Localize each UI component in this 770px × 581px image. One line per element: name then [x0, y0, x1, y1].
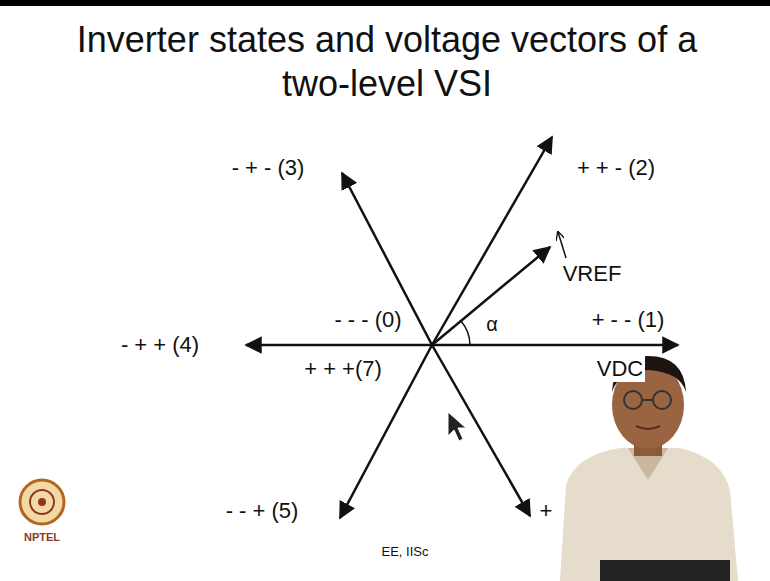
presenter	[560, 356, 738, 581]
state-label: - - - (0)	[332, 307, 403, 332]
state-label: - + + (4)	[119, 332, 201, 357]
logo-text: NPTEL	[22, 531, 62, 544]
vector-label: VREF	[561, 261, 624, 286]
state-label: + + - (2)	[575, 155, 657, 180]
angle-arc	[461, 321, 470, 345]
top-band	[0, 0, 770, 6]
angle-label: α	[484, 313, 500, 336]
mouse-cursor	[448, 412, 466, 441]
slide-title: Inverter states and voltage vectors of a…	[55, 18, 719, 106]
state-label: +	[538, 498, 555, 523]
footer-text: EE, IISc	[380, 545, 431, 560]
state-label: - + - (3)	[230, 155, 307, 180]
vector-label: VDC	[595, 356, 645, 381]
nptel-logo	[20, 480, 64, 524]
state-label: + + +(7)	[302, 356, 384, 381]
vector-notation-arrow	[558, 232, 566, 258]
state-label: - - + (5)	[224, 498, 301, 523]
state-label: + - - (1)	[590, 307, 667, 332]
